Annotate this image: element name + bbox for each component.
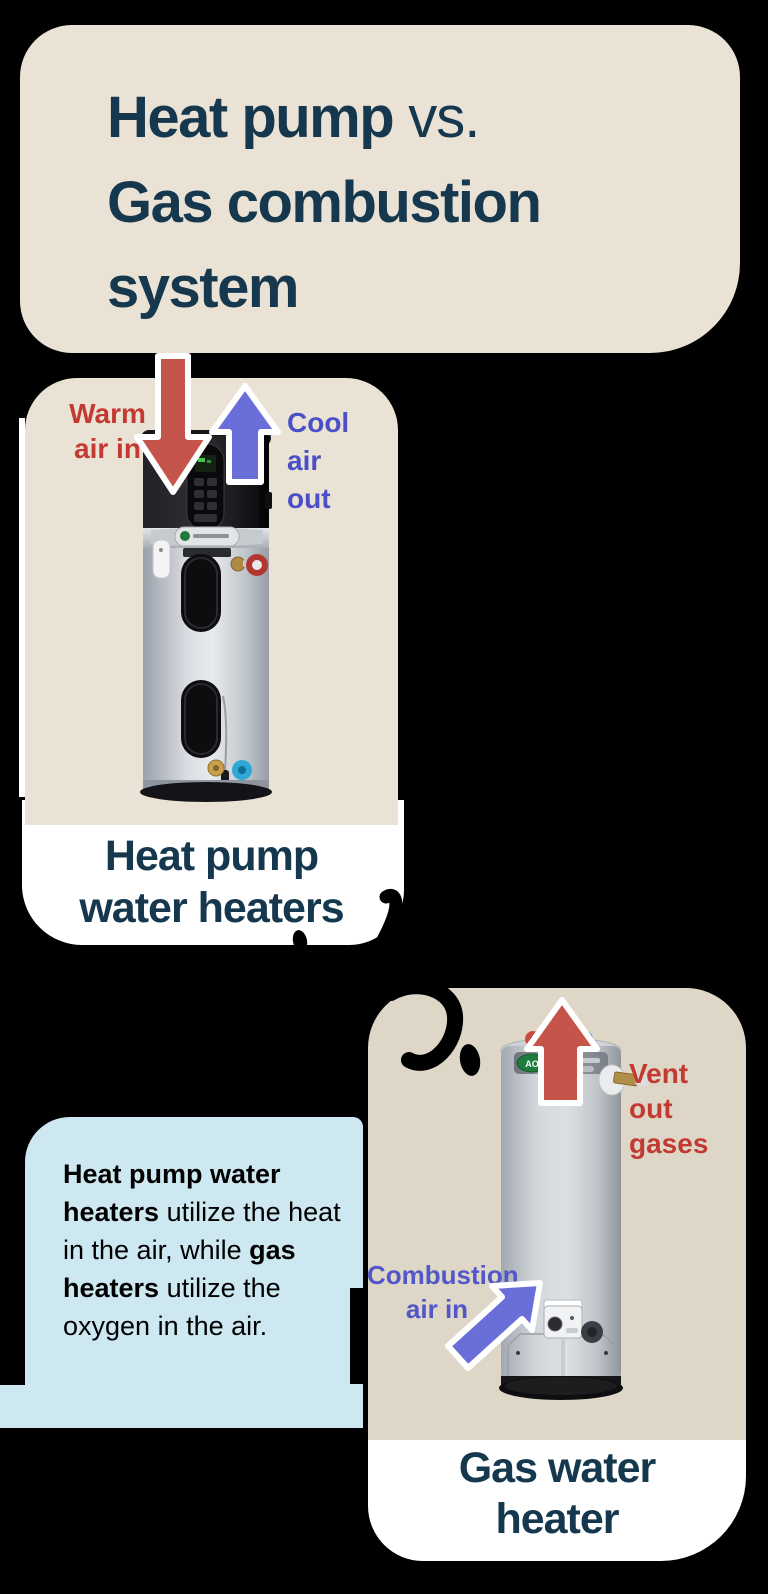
vent-label-line1: Vent out [629, 1058, 689, 1124]
warm-label-line2: air in [74, 433, 141, 464]
page-title: Heat pump vs. Gas combustion system [107, 75, 707, 330]
cool-label-line1: Cool [287, 407, 350, 438]
gas-card-caption-panel [368, 1440, 746, 1561]
cool-label-line2: air [287, 445, 322, 476]
title-vs: vs. [393, 85, 480, 150]
info-card [25, 1117, 363, 1428]
card-edge-highlight [19, 418, 25, 797]
info-text-segment-4: utilize the oxygen in the air. [63, 1273, 281, 1341]
vent-label-line2: gases [629, 1128, 709, 1159]
warm-label-line1: Warm [69, 398, 146, 429]
gas-caption-line1: Gas water [458, 1444, 657, 1492]
heat-pump-caption: Heat pump water heaters [25, 830, 398, 934]
combustion-air-in-label: Combustion air in [367, 1258, 519, 1326]
gas-brand-logo: AO [525, 1059, 539, 1069]
heat-pump-caption-line2: water heaters [79, 884, 344, 932]
gas-caption-line2: heater [495, 1495, 619, 1543]
title-line-3: system [107, 255, 299, 320]
info-text-segment-2: utilize the heat in the air, while [63, 1197, 341, 1265]
gas-caption: Gas water heater [368, 1443, 746, 1545]
info-text: Heat pump water heaters utilize the heat… [63, 1155, 363, 1345]
info-text-bold-gas: gas heaters [63, 1235, 296, 1303]
info-text-bold-heat-pump: Heat pump water heaters [63, 1159, 281, 1227]
title-card: Heat pump vs. Gas combustion system [20, 25, 740, 353]
combustion-label-line2: air in [405, 1294, 469, 1324]
warm-air-in-label: Warm air in [55, 396, 160, 466]
title-line-1: Heat pump vs. [107, 75, 707, 160]
cool-air-out-label: Cool air out [287, 404, 377, 518]
combustion-label-line1: Combustion [367, 1260, 519, 1290]
title-line-2: Gas combustion [107, 170, 542, 235]
info-card-extension [0, 1385, 30, 1428]
vent-out-gases-label: Vent out gases [629, 1056, 739, 1161]
title-heat-pump: Heat pump [107, 85, 395, 150]
heat-pump-caption-line1: Heat pump [104, 832, 319, 880]
cool-label-line3: out [287, 483, 331, 514]
